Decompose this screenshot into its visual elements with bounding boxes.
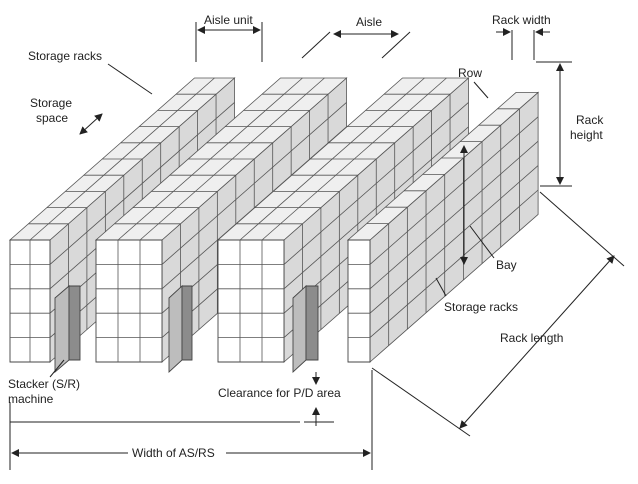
row-label: Row xyxy=(458,66,482,80)
rack-grid-line xyxy=(369,165,539,314)
rack-grid-line xyxy=(239,77,425,241)
rack-front-face-3 xyxy=(217,239,285,363)
rack-width-dimension: Rack width xyxy=(492,13,551,60)
rack-grid-line xyxy=(261,77,447,241)
stacker-callout: Stacker (S/R) machine xyxy=(8,359,80,406)
rack-grid-line xyxy=(161,102,347,265)
storage-space-label-line1: Storage xyxy=(30,96,72,110)
stacker-label-line1: Stacker (S/R) xyxy=(8,377,80,391)
aisle-label: Aisle xyxy=(356,15,382,29)
rack-height-label-line2: height xyxy=(570,128,603,142)
rack-height-dimension: Rack height xyxy=(536,61,604,187)
rack-grid-line xyxy=(369,189,539,338)
rack-grid-line xyxy=(283,102,469,265)
bay-label: Bay xyxy=(496,258,517,272)
storage-space-label-line2: space xyxy=(36,111,68,125)
stacker-machine-2 xyxy=(168,284,193,374)
storage-space-callout: Storage space xyxy=(30,96,103,135)
rack-length-label: Rack length xyxy=(500,331,563,345)
rack-grid-line xyxy=(139,77,325,241)
storage-racks-top-callout: Storage racks xyxy=(28,49,153,95)
storage-racks-right-label: Storage racks xyxy=(444,300,518,314)
aisle-unit-label: Aisle unit xyxy=(204,13,253,27)
rack-front-face-4 xyxy=(347,239,371,363)
width-asrs-label: Width of AS/RS xyxy=(132,446,215,460)
rack-grid-line xyxy=(49,102,235,265)
row-callout: Row xyxy=(458,66,489,99)
aisle-unit-dimension: Aisle unit xyxy=(195,13,263,62)
rack-grid-line xyxy=(283,126,469,290)
aisle-dimension: Aisle xyxy=(301,15,411,59)
stacker-machine-3 xyxy=(292,284,319,374)
rack-grid-line xyxy=(117,77,303,241)
rack-grid-line xyxy=(369,116,539,265)
rack-structures xyxy=(8,77,540,363)
stacker-machines xyxy=(54,284,319,374)
rack-grid-line xyxy=(369,140,539,290)
rack-front-face-2 xyxy=(95,239,163,363)
clearance-callout: Clearance for P/D area xyxy=(218,372,341,426)
stacker-label-line2: machine xyxy=(8,392,54,406)
rack-width-label: Rack width xyxy=(492,13,551,27)
rack-length-dimension: Rack length xyxy=(371,191,625,437)
clearance-label: Clearance for P/D area xyxy=(218,386,341,400)
storage-racks-top-label: Storage racks xyxy=(28,49,102,63)
width-asrs-dimension: Width of AS/RS xyxy=(9,370,373,470)
rack-height-label-line1: Rack xyxy=(576,113,604,127)
stacker-machine-1 xyxy=(54,285,81,373)
rack-grid-line xyxy=(29,77,215,241)
